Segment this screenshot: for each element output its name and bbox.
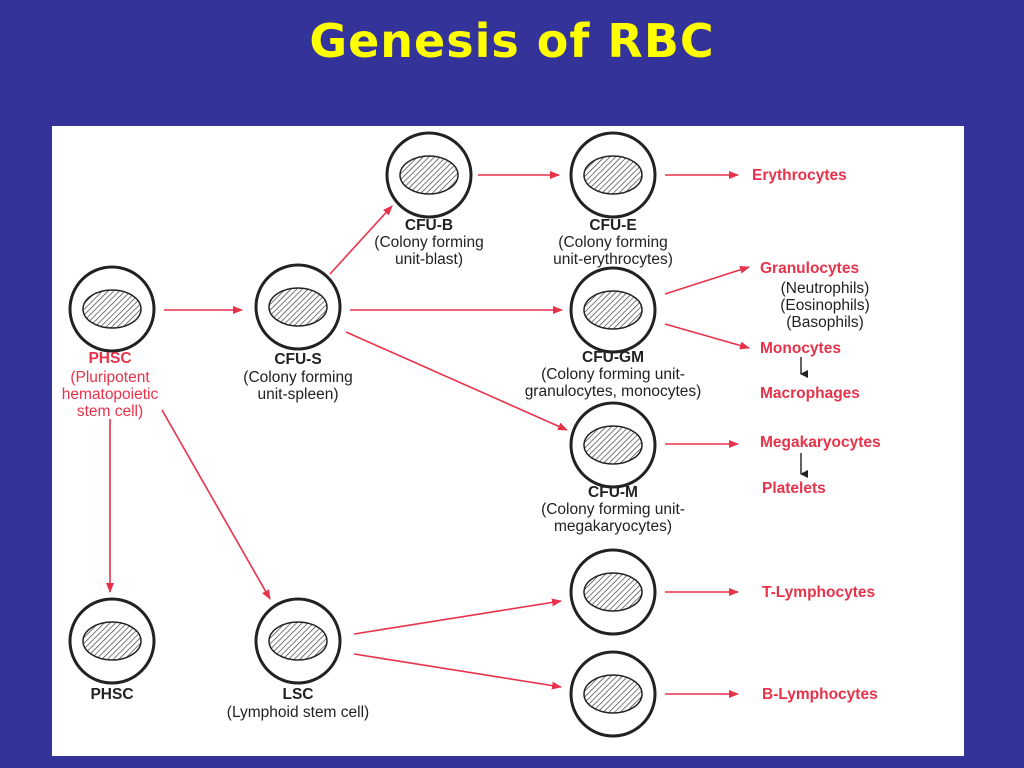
arrow-phsc-lsc	[161, 409, 271, 600]
cfu-s-label: CFU-S	[274, 351, 321, 368]
arrow-cfus-cfum	[345, 331, 568, 431]
diagram-panel: PHSC (Pluripotent hematopoietic stem cel…	[52, 126, 964, 756]
cfu-gm-label: CFU-GM	[582, 349, 644, 366]
output-b-lymphocytes: B-Lymphocytes	[762, 686, 878, 703]
cell-cfu-b	[385, 131, 473, 219]
cfu-e-desc-2: unit-erythrocytes)	[553, 251, 673, 268]
granulocyte-type-3: (Basophils)	[786, 314, 864, 331]
phsc-top-label: PHSC	[88, 350, 131, 367]
output-erythrocytes: Erythrocytes	[752, 167, 847, 184]
output-granulocytes: Granulocytes	[760, 260, 859, 277]
cell-phsc-top	[68, 265, 156, 353]
cfu-m-desc-2: megakaryocytes)	[554, 518, 672, 535]
cfu-gm-desc-1: (Colony forming unit-	[541, 366, 685, 383]
output-platelets: Platelets	[762, 480, 826, 497]
cfu-b-label: CFU-B	[405, 217, 453, 234]
slide-title: Genesis of RBC	[309, 14, 715, 68]
output-megakaryocytes: Megakaryocytes	[760, 434, 881, 451]
cfu-m-desc-1: (Colony forming unit-	[541, 501, 685, 518]
granulocyte-type-1: (Neutrophils)	[781, 280, 870, 297]
arrow-cfugm-granulocytes	[664, 265, 750, 295]
cell-cfu-e	[569, 131, 657, 219]
cfu-m-label: CFU-M	[588, 484, 638, 501]
cell-lsc	[254, 597, 342, 685]
arrow-lsc-b	[353, 653, 562, 690]
lsc-desc-1: (Lymphoid stem cell)	[227, 704, 369, 721]
cfu-b-desc-1: (Colony forming	[374, 234, 483, 251]
cell-cfu-s	[254, 263, 342, 351]
flow-diagram: PHSC (Pluripotent hematopoietic stem cel…	[62, 131, 881, 738]
arrows	[106, 171, 750, 698]
lsc-label: LSC	[283, 686, 314, 703]
arrow-lsc-t	[353, 598, 562, 635]
granulocyte-type-2: (Eosinophils)	[780, 297, 870, 314]
cell-b-lymph-precursor	[569, 650, 657, 738]
output-t-lymphocytes: T-Lymphocytes	[762, 584, 875, 601]
cfu-s-desc-2: unit-spleen)	[258, 386, 339, 403]
cell-cfu-m	[569, 401, 657, 489]
phsc-top-desc-1: (Pluripotent	[70, 369, 150, 386]
phsc-bottom-label: PHSC	[90, 686, 133, 703]
cfu-e-desc-1: (Colony forming	[558, 234, 667, 251]
cell-cfu-gm	[569, 266, 657, 354]
arrow-cfugm-monocytes	[664, 323, 750, 350]
cell-t-lymph-precursor	[569, 548, 657, 636]
cfu-b-desc-2: unit-blast)	[395, 251, 463, 268]
output-monocytes: Monocytes	[760, 340, 841, 357]
output-macrophages: Macrophages	[760, 385, 860, 402]
cfu-s-desc-1: (Colony forming	[243, 369, 352, 386]
phsc-top-desc-2: hematopoietic	[62, 386, 159, 403]
cfu-e-label: CFU-E	[589, 217, 636, 234]
cfu-gm-desc-2: granulocytes, monocytes)	[525, 383, 702, 400]
phsc-top-desc-3: stem cell)	[77, 403, 143, 420]
arrow-cfus-cfub	[329, 205, 393, 275]
cell-phsc-bottom	[68, 597, 156, 685]
